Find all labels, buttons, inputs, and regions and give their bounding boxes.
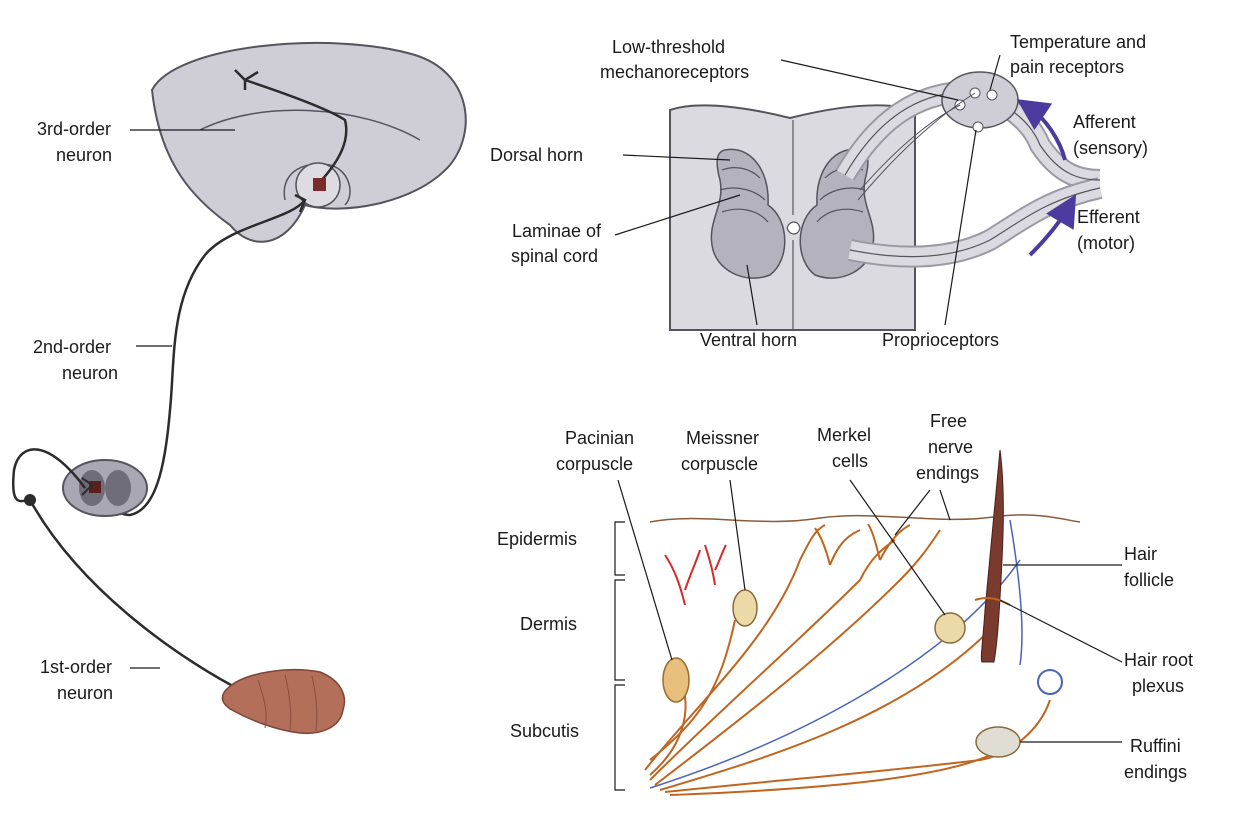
svg-text:(motor): (motor) <box>1077 233 1135 253</box>
svg-text:Laminae of: Laminae of <box>512 221 602 241</box>
svg-text:cells: cells <box>832 451 868 471</box>
svg-text:mechanoreceptors: mechanoreceptors <box>600 62 749 82</box>
svg-text:Temperature and: Temperature and <box>1010 32 1146 52</box>
spinal-cord-small <box>63 460 147 516</box>
merkel-label: Merkel cells <box>817 425 945 615</box>
svg-text:(sensory): (sensory) <box>1073 138 1148 158</box>
svg-text:Hair: Hair <box>1124 544 1157 564</box>
svg-text:corpuscle: corpuscle <box>681 454 758 474</box>
svg-text:spinal cord: spinal cord <box>511 246 598 266</box>
svg-text:Hair root: Hair root <box>1124 650 1193 670</box>
svg-text:Ruffini: Ruffini <box>1130 736 1181 756</box>
hair-follicle-label: Hair follicle <box>1003 544 1174 590</box>
svg-text:plexus: plexus <box>1132 676 1184 696</box>
epidermis-label: Epidermis <box>497 529 577 549</box>
svg-text:Dorsal horn: Dorsal horn <box>490 145 583 165</box>
svg-text:corpuscle: corpuscle <box>556 454 633 474</box>
svg-text:Meissner: Meissner <box>686 428 759 448</box>
capillaries <box>665 545 726 605</box>
pacinian-corpuscle <box>663 658 689 702</box>
dermis-label: Dermis <box>520 614 577 634</box>
svg-text:endings: endings <box>916 463 979 483</box>
efferent-label: Efferent (motor) <box>1077 207 1140 253</box>
hair-shaft <box>981 450 1003 662</box>
brain-section <box>152 43 466 242</box>
meissner-label: Meissner corpuscle <box>681 428 759 590</box>
svg-text:Low-threshold: Low-threshold <box>612 37 725 57</box>
svg-text:2nd-order: 2nd-order <box>33 337 111 357</box>
hand <box>222 670 344 734</box>
svg-text:endings: endings <box>1124 762 1187 782</box>
svg-text:Pacinian: Pacinian <box>565 428 634 448</box>
merkel-cells <box>935 613 965 643</box>
subcutis-label: Subcutis <box>510 721 579 741</box>
svg-text:neuron: neuron <box>57 683 113 703</box>
svg-text:neuron: neuron <box>56 145 112 165</box>
blue-fiber <box>650 560 1020 788</box>
ruffini-endings <box>976 727 1020 757</box>
meissner-corpuscle <box>733 590 757 626</box>
svg-text:1st-order: 1st-order <box>40 657 112 677</box>
ruffini-label: Ruffini endings <box>1020 736 1187 782</box>
low-threshold-label: Low-threshold mechanoreceptors <box>600 37 958 100</box>
svg-text:follicle: follicle <box>1124 570 1174 590</box>
free-nerve-label: Free nerve endings <box>895 411 979 535</box>
svg-text:Efferent: Efferent <box>1077 207 1140 227</box>
hair-root-label: Hair root plexus <box>1000 600 1193 696</box>
svg-text:3rd-order: 3rd-order <box>37 119 111 139</box>
svg-text:Proprioceptors: Proprioceptors <box>882 330 999 350</box>
afferent-label: Afferent (sensory) <box>1073 112 1148 158</box>
dorsal-root-ganglion <box>24 494 36 506</box>
hair-root-plexus-coil <box>1038 670 1062 694</box>
svg-text:Merkel: Merkel <box>817 425 871 445</box>
temp-pain-label: Temperature and pain receptors <box>990 32 1146 90</box>
third-order-cell-body <box>313 178 326 191</box>
svg-text:nerve: nerve <box>928 437 973 457</box>
svg-text:neuron: neuron <box>62 363 118 383</box>
svg-text:Ventral horn: Ventral horn <box>700 330 797 350</box>
second-order-label: 2nd-order neuron <box>33 337 172 383</box>
svg-text:Afferent: Afferent <box>1073 112 1136 132</box>
first-order-label: 1st-order neuron <box>40 657 160 703</box>
svg-text:pain receptors: pain receptors <box>1010 57 1124 77</box>
svg-text:Free: Free <box>930 411 967 431</box>
